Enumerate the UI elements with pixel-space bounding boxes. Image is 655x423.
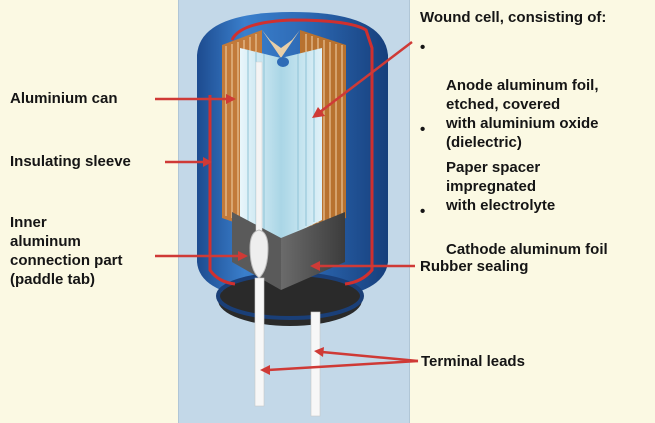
terminal-lead-left <box>254 277 265 407</box>
center-pin-top <box>277 57 289 67</box>
terminal-lead-right <box>310 311 321 417</box>
bullet-marker: • <box>420 39 426 56</box>
arrow-terminal-left <box>267 359 419 372</box>
label-aluminium-can: Aluminium can <box>10 90 118 107</box>
label-inner-tab: Inner aluminum connection part (paddle t… <box>10 214 123 288</box>
list-item: • Cathode aluminum foil <box>420 202 652 259</box>
label-insulating-sleeve: Insulating sleeve <box>10 153 131 170</box>
wound-cell-list: • Anode aluminum foil, etched, covered w… <box>420 38 652 259</box>
bullet-marker: • <box>420 121 426 138</box>
bullet-marker: • <box>420 203 426 220</box>
list-item-text: Paper spacer impregnated with electrolyt… <box>446 159 556 214</box>
rubber-seal-side <box>281 212 345 290</box>
label-terminal-leads: Terminal leads <box>421 353 525 370</box>
anode-foil-core <box>240 48 322 240</box>
can-bottom-opening <box>218 274 362 326</box>
label-rubber-sealing: Rubber sealing <box>420 258 529 275</box>
winding-top-notch <box>262 30 300 58</box>
inner-tab-strip <box>255 61 263 233</box>
list-item-text: Cathode aluminum foil <box>446 241 608 258</box>
callout-arrows <box>155 41 419 375</box>
list-item: • Anode aluminum foil, etched, covered w… <box>420 38 652 151</box>
paddle-tab <box>249 229 269 279</box>
list-item-text: Anode aluminum foil, etched, covered wit… <box>446 77 599 151</box>
arrow-anode-foil <box>319 41 413 113</box>
label-wound-cell-heading: Wound cell, consisting of: <box>420 9 607 26</box>
list-item: • Paper spacer impregnated with electrol… <box>420 120 652 214</box>
arrow-terminal-right <box>321 350 419 363</box>
insulating-sleeve-edge <box>208 18 374 286</box>
